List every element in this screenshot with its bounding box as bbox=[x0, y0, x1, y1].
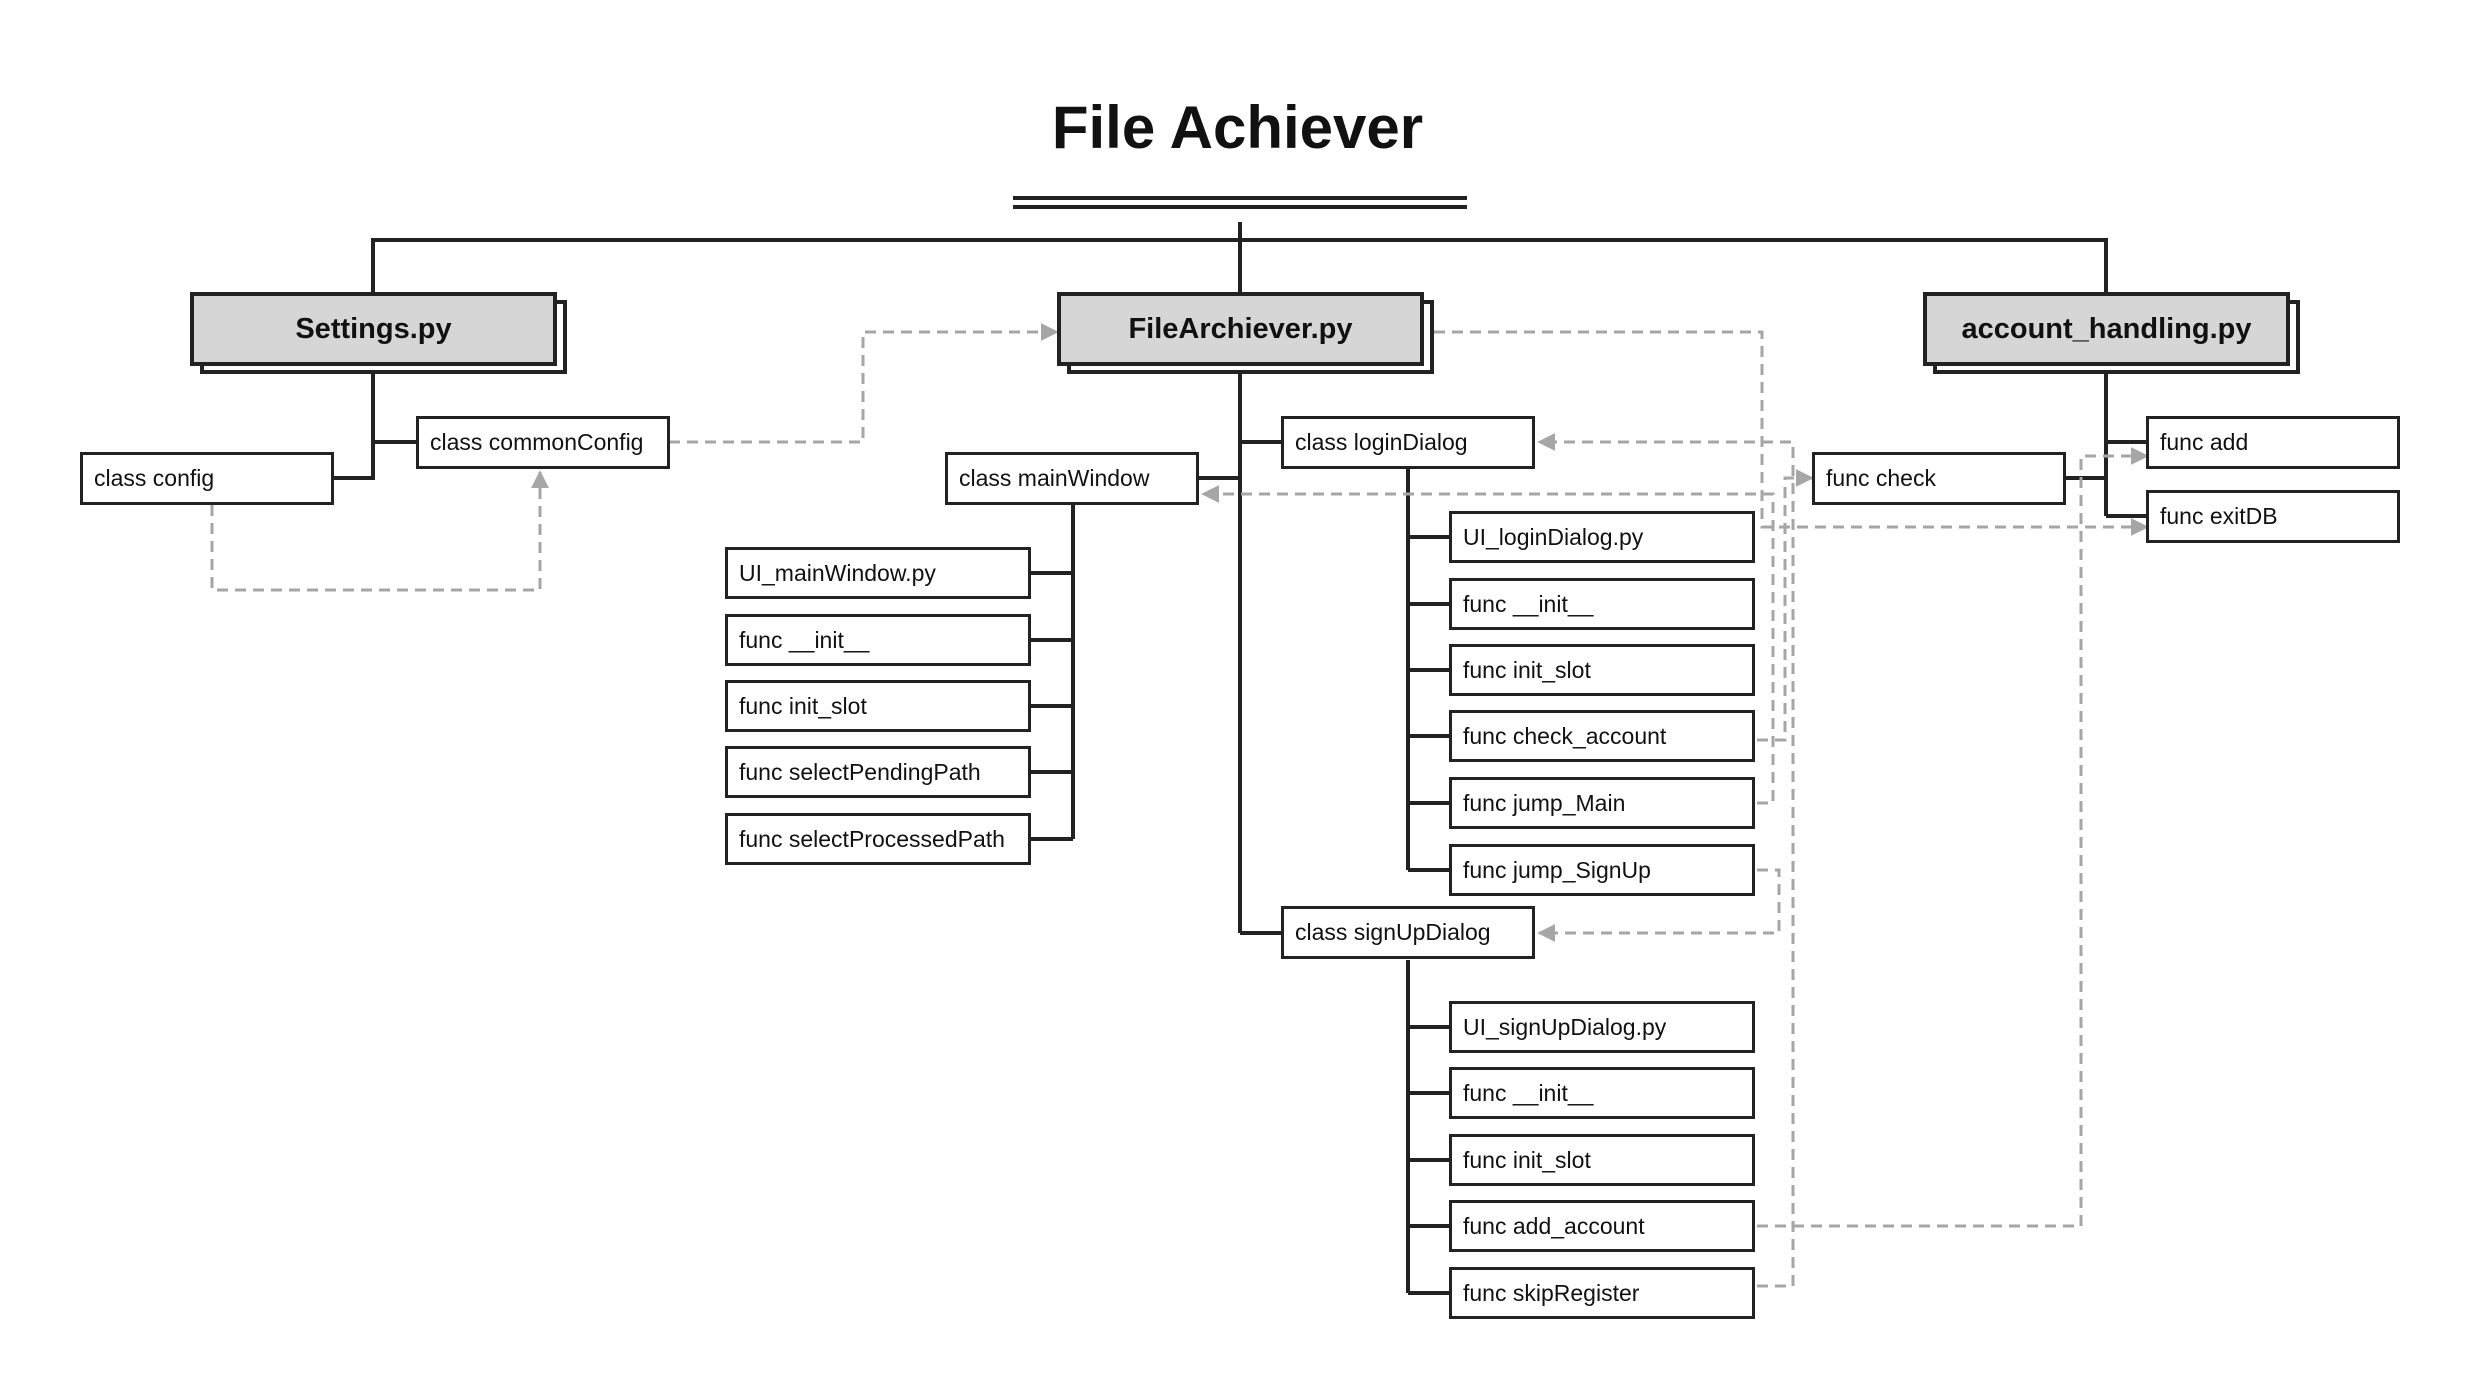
signupdialog-member: func add_account bbox=[1449, 1200, 1755, 1252]
logindialog-member: func jump_Main bbox=[1449, 777, 1755, 829]
title-underline bbox=[1013, 196, 1467, 209]
node-func-check: func check bbox=[1812, 452, 2066, 505]
mainwindow-member: func init_slot bbox=[725, 680, 1031, 732]
logindialog-member: func __init__ bbox=[1449, 578, 1755, 630]
dependency-links bbox=[210, 323, 2149, 1288]
settings-module: Settings.py bbox=[190, 292, 557, 366]
node-class-config: class config bbox=[80, 452, 334, 505]
node-func-add: func add bbox=[2146, 416, 2400, 469]
signupdialog-member: func skipRegister bbox=[1449, 1267, 1755, 1319]
logindialog-member: func jump_SignUp bbox=[1449, 844, 1755, 896]
node-func-exitdb: func exitDB bbox=[2146, 490, 2400, 543]
account-handling-module: account_handling.py bbox=[1923, 292, 2290, 366]
node-class-signupdialog: class signUpDialog bbox=[1281, 906, 1535, 959]
node-class-commonconfig: class commonConfig bbox=[416, 416, 670, 469]
mainwindow-member: UI_mainWindow.py bbox=[725, 547, 1031, 599]
logindialog-member: func check_account bbox=[1449, 710, 1755, 762]
node-class-logindialog: class loginDialog bbox=[1281, 416, 1535, 469]
filearchiever-module: FileArchiever.py bbox=[1057, 292, 1424, 366]
signupdialog-member: UI_signUpDialog.py bbox=[1449, 1001, 1755, 1053]
logindialog-member: UI_loginDialog.py bbox=[1449, 511, 1755, 563]
mainwindow-member: func selectPendingPath bbox=[725, 746, 1031, 798]
diagram-title: File Achiever bbox=[1051, 94, 1424, 161]
signupdialog-member: func init_slot bbox=[1449, 1134, 1755, 1186]
logindialog-member: func init_slot bbox=[1449, 644, 1755, 696]
signupdialog-member: func __init__ bbox=[1449, 1067, 1755, 1119]
node-class-mainwindow: class mainWindow bbox=[945, 452, 1199, 505]
hierarchy-lines bbox=[332, 222, 2148, 1295]
mainwindow-member: func __init__ bbox=[725, 614, 1031, 666]
mainwindow-member: func selectProcessedPath bbox=[725, 813, 1031, 865]
